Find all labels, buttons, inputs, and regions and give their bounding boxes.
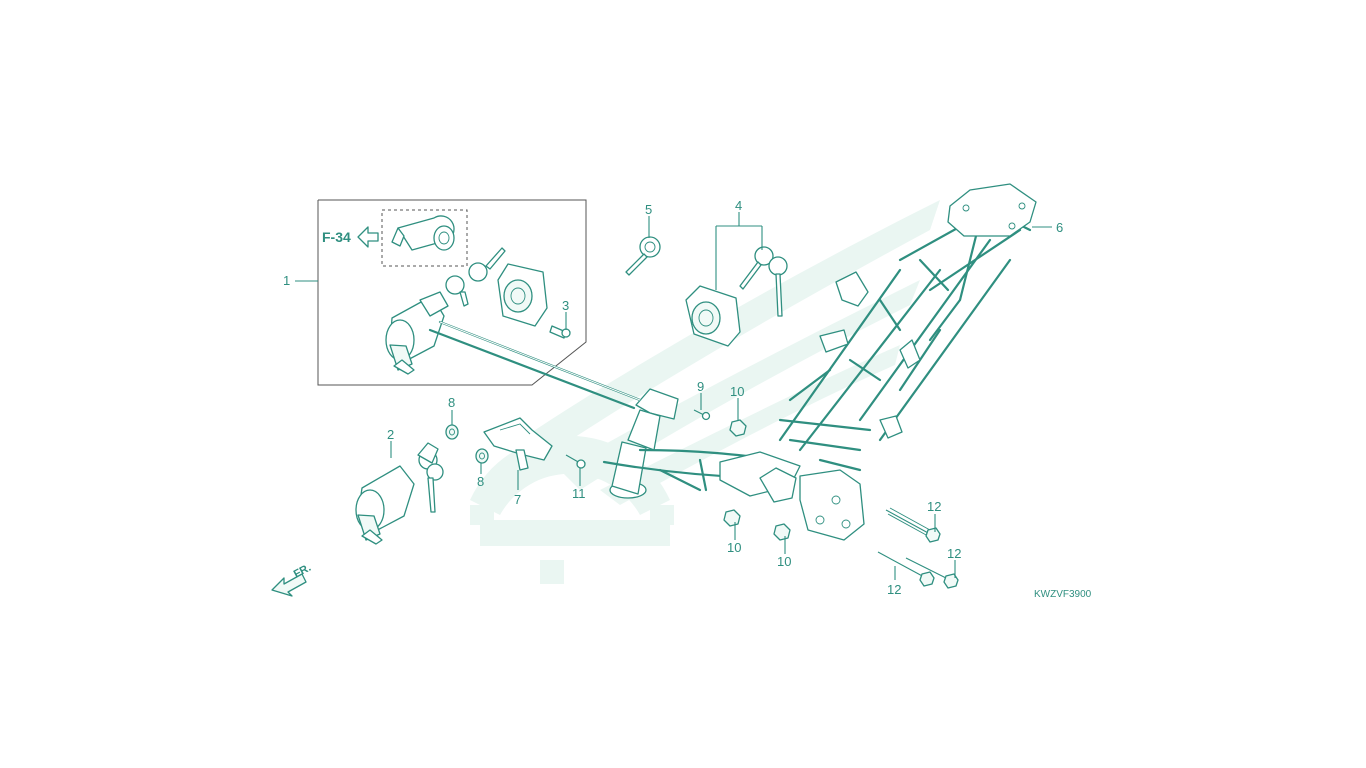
callout-12-upper: 12 bbox=[927, 499, 941, 514]
watermark-logo bbox=[470, 200, 940, 584]
callout-8-upper: 8 bbox=[448, 395, 455, 410]
nut-10-upper[interactable] bbox=[729, 419, 747, 437]
screw-3[interactable] bbox=[549, 325, 571, 339]
bolt-9[interactable] bbox=[693, 409, 711, 421]
seat-lock-1[interactable] bbox=[497, 263, 548, 327]
front-label: FR. bbox=[292, 562, 313, 581]
lock-set-group-box bbox=[317, 199, 587, 386]
callout-10-right: 10 bbox=[777, 554, 791, 569]
key-set-4[interactable] bbox=[685, 246, 788, 347]
callout-4: 4 bbox=[735, 198, 742, 213]
washer-8-lower[interactable] bbox=[475, 448, 489, 464]
main-switch-lock-2[interactable] bbox=[355, 442, 444, 545]
callout-1: 1 bbox=[283, 273, 290, 288]
bolt-12-upper[interactable] bbox=[885, 507, 941, 543]
cross-reference: F-34 bbox=[322, 226, 379, 248]
callout-7: 7 bbox=[514, 492, 521, 507]
arrow-left-icon bbox=[357, 226, 379, 248]
callout-11: 11 bbox=[572, 486, 586, 501]
callout-labels: 1 2 3 4 5 6 7 8 8 9 10 10 10 11 12 12 12 bbox=[283, 198, 1063, 597]
callout-12-lower: 12 bbox=[887, 582, 901, 597]
callout-10-left: 10 bbox=[727, 540, 741, 555]
cross-reference-label: F-34 bbox=[322, 229, 351, 245]
leader-lines bbox=[295, 212, 1052, 580]
bracket-7[interactable] bbox=[483, 417, 553, 471]
main-switch-lock[interactable] bbox=[385, 291, 449, 375]
callout-8-lower: 8 bbox=[477, 474, 484, 489]
nut-10-left[interactable] bbox=[723, 509, 741, 527]
nut-10-right[interactable] bbox=[773, 523, 791, 541]
front-direction-indicator: FR. bbox=[271, 562, 313, 597]
callout-2: 2 bbox=[387, 427, 394, 442]
diagram-reference-code: KWZVF3900 bbox=[1034, 589, 1092, 600]
callout-9: 9 bbox=[697, 379, 704, 394]
callout-5: 5 bbox=[645, 202, 652, 217]
key-5[interactable] bbox=[625, 236, 661, 276]
callout-10-upper: 10 bbox=[730, 384, 744, 399]
washer-8-upper[interactable] bbox=[445, 424, 459, 440]
bolt-11[interactable] bbox=[565, 454, 586, 469]
arrow-front-icon bbox=[271, 573, 307, 597]
keys-set-1[interactable] bbox=[445, 247, 506, 307]
callout-3: 3 bbox=[562, 298, 569, 313]
key-cylinder[interactable] bbox=[391, 215, 455, 251]
frame-body-6[interactable] bbox=[428, 183, 1037, 541]
callout-12-right: 12 bbox=[947, 546, 961, 561]
bolt-12-middle[interactable] bbox=[877, 551, 935, 587]
callout-6: 6 bbox=[1056, 220, 1063, 235]
